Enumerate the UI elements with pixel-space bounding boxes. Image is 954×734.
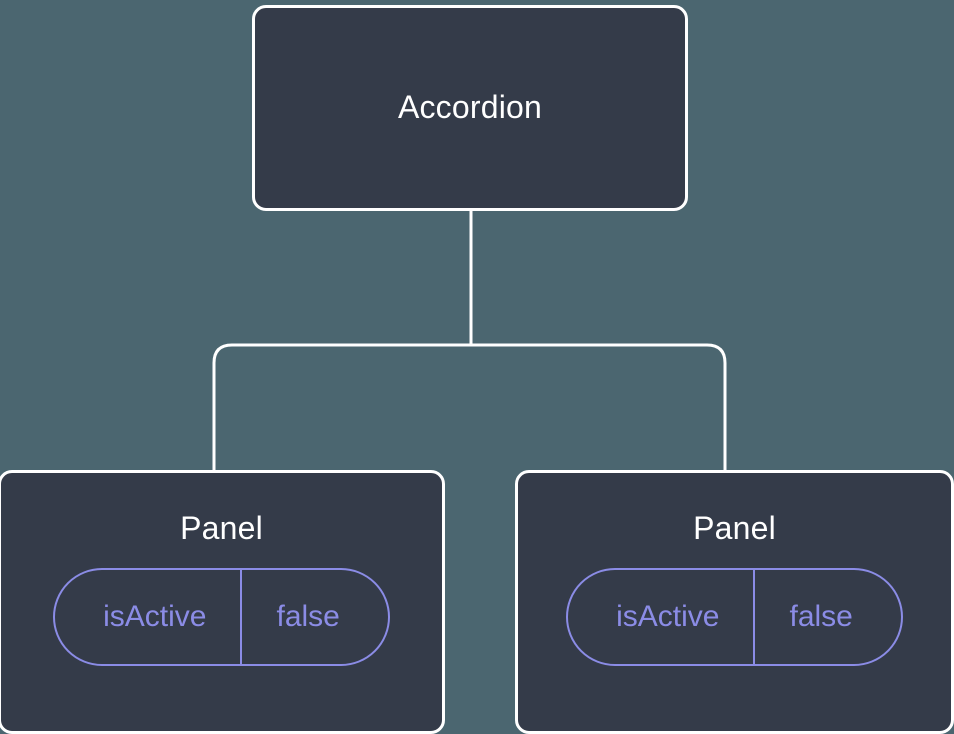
node-title-panel-left: Panel bbox=[180, 510, 263, 546]
prop-badge-isactive-left[interactable]: isActive false bbox=[53, 568, 390, 667]
node-panel-left[interactable]: Panel isActive false bbox=[0, 470, 445, 734]
node-accordion[interactable]: Accordion bbox=[252, 5, 688, 211]
edge-fork-right bbox=[471, 343, 727, 474]
node-title-panel-right: Panel bbox=[693, 510, 776, 546]
node-title-accordion: Accordion bbox=[397, 89, 543, 126]
node-panel-right[interactable]: Panel isActive false bbox=[515, 470, 954, 734]
edge-fork-left bbox=[212, 343, 471, 474]
prop-key-left: isActive bbox=[103, 600, 207, 634]
prop-key-right: isActive bbox=[616, 600, 720, 634]
prop-value-left: false bbox=[240, 570, 387, 665]
prop-value-right: false bbox=[753, 570, 900, 665]
prop-badge-isactive-right[interactable]: isActive false bbox=[566, 568, 903, 667]
